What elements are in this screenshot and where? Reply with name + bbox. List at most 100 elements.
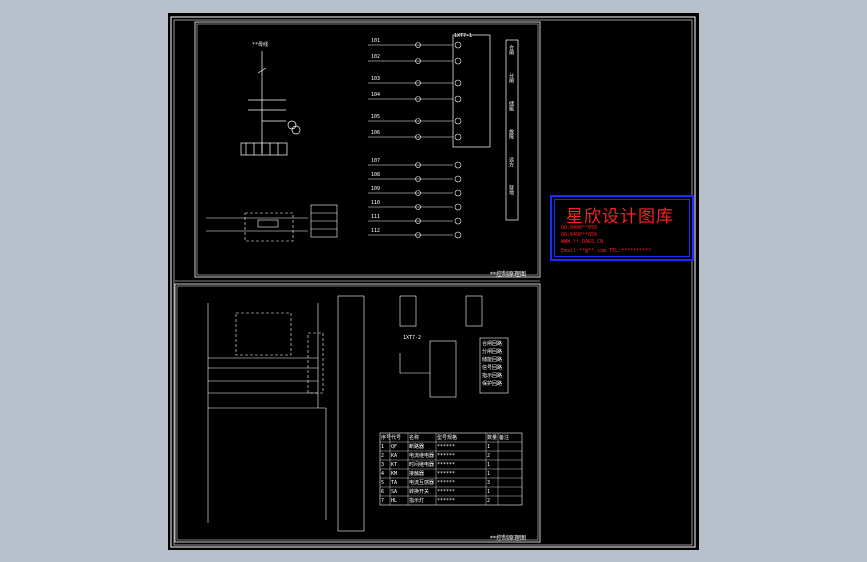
table-cell: QF [391,444,398,450]
contact-1 [415,42,421,48]
table-cell: 4 [381,471,385,477]
bottom-terminal-header: 1XT7-2 [403,335,422,341]
row-label: 106 [371,130,381,136]
table-header-cell: 数量 [487,435,498,441]
terminal-12 [454,231,462,239]
top-terminal-header: 1XT7-1 [454,33,473,39]
control-circuit-small [206,204,338,242]
table-cell: TA [391,480,398,486]
terminal-6 [454,133,462,141]
terminal-10 [454,203,462,211]
side-function-label: 合闸 [508,45,514,55]
table-cell: ****** [437,462,456,468]
terminal-5 [454,117,462,125]
side-function-label: 储能 [508,101,514,111]
terminal-4 [454,95,462,103]
table-cell: ****** [437,453,456,459]
contact-12 [415,232,421,238]
contact-5 [415,118,421,124]
outer-frame [170,16,696,548]
legend-row: 保护回路 [482,381,503,387]
table-cell: 2 [487,498,491,504]
watermark-stamp: 星欣设计图库 QQ:8490**056 QQ:8490**056 WWW.**.… [550,195,694,261]
contact-11 [415,218,421,224]
row-label: 107 [371,158,381,164]
side-function-label: 故障 [508,129,514,139]
table-cell: 断路器 [409,444,425,450]
table-cell: 7 [381,498,385,504]
contact-6 [415,134,421,140]
parts-table [379,432,523,506]
table-cell: 1 [487,444,491,450]
table-cell: ****** [437,489,456,495]
table-cell: ****** [437,471,456,477]
row-label: 112 [371,228,381,234]
table-cell: 1 [381,444,385,450]
terminal-1 [454,41,462,49]
row-label: 110 [371,200,381,206]
table-cell: KM [391,471,398,477]
table-cell: 1 [487,489,491,495]
single-line-diagram [240,51,301,156]
table-cell: 2 [381,453,385,459]
row-label: 111 [371,214,381,220]
table-cell: 6 [381,489,385,495]
table-cell: KA [391,453,398,459]
table-cell: 1 [487,462,491,468]
table-cell: 转换开关 [409,489,430,495]
terminal-9 [454,189,462,197]
row-label: 103 [371,76,381,82]
terminal-3 [454,79,462,87]
stamp-title: 星欣设计图库 [566,207,674,227]
table-cell: ****** [437,444,456,450]
contact-7 [415,162,421,168]
stamp-qq-1: QQ:8490**056 [561,225,598,231]
bottom-panel-caption: **控制原理图 [490,535,527,542]
table-header-cell: 代号 [391,435,402,441]
top-panel-frame [194,21,541,278]
secondary-control-circuit [207,295,365,532]
terminal-11 [454,217,462,225]
table-cell: KT [391,462,398,468]
terminal-block-diagram [368,34,519,239]
schematic-drawing [170,16,696,548]
bottom-right-circuit [399,295,509,398]
side-function-label: 远方 [508,157,514,167]
bus-label: **母线 [252,42,269,48]
drawing-sheet: **控制原理图 **控制原理图 **母线 1XT7-1 1XT7-2 101 10… [168,13,699,550]
row-label: 102 [371,54,381,60]
contact-2 [415,58,421,64]
table-cell: 接触器 [409,471,425,477]
table-cell: 5 [381,480,385,486]
table-cell: 1 [487,471,491,477]
table-cell: 3 [381,462,385,468]
table-cell: ****** [437,480,456,486]
table-header-cell: 名称 [409,435,420,441]
stamp-website: WWW.**.DAGS.CN [561,239,604,245]
terminal-8 [454,175,462,183]
bottom-panel-frame [174,283,541,543]
legend-row: 指示回路 [482,373,503,379]
table-cell: 时间继电器 [409,462,435,468]
stamp-email: Email:**@**.com TEL:********** [561,248,652,254]
inner-frame [173,19,693,546]
table-cell: 指示灯 [409,498,425,504]
row-label: 109 [371,186,381,192]
table-header-cell: 序号 [381,435,392,441]
table-header-cell: 型号规格 [437,435,458,441]
terminal-7 [454,161,462,169]
contact-10 [415,204,421,210]
legend-row: 合闸回路 [482,341,503,347]
table-cell: 3 [487,480,491,486]
table-header-cell: 备注 [499,435,510,441]
contact-3 [415,80,421,86]
stamp-qq-2: QQ:8490**056 [561,232,598,238]
terminal-2 [454,57,462,65]
top-panel-caption: **控制原理图 [490,271,527,278]
row-label: 101 [371,38,381,44]
row-label: 104 [371,92,381,98]
table-cell: 电流互感器 [409,480,435,486]
legend-row: 储能回路 [482,357,503,363]
table-cell: HL [391,498,398,504]
side-function-label: 就地 [508,185,514,195]
